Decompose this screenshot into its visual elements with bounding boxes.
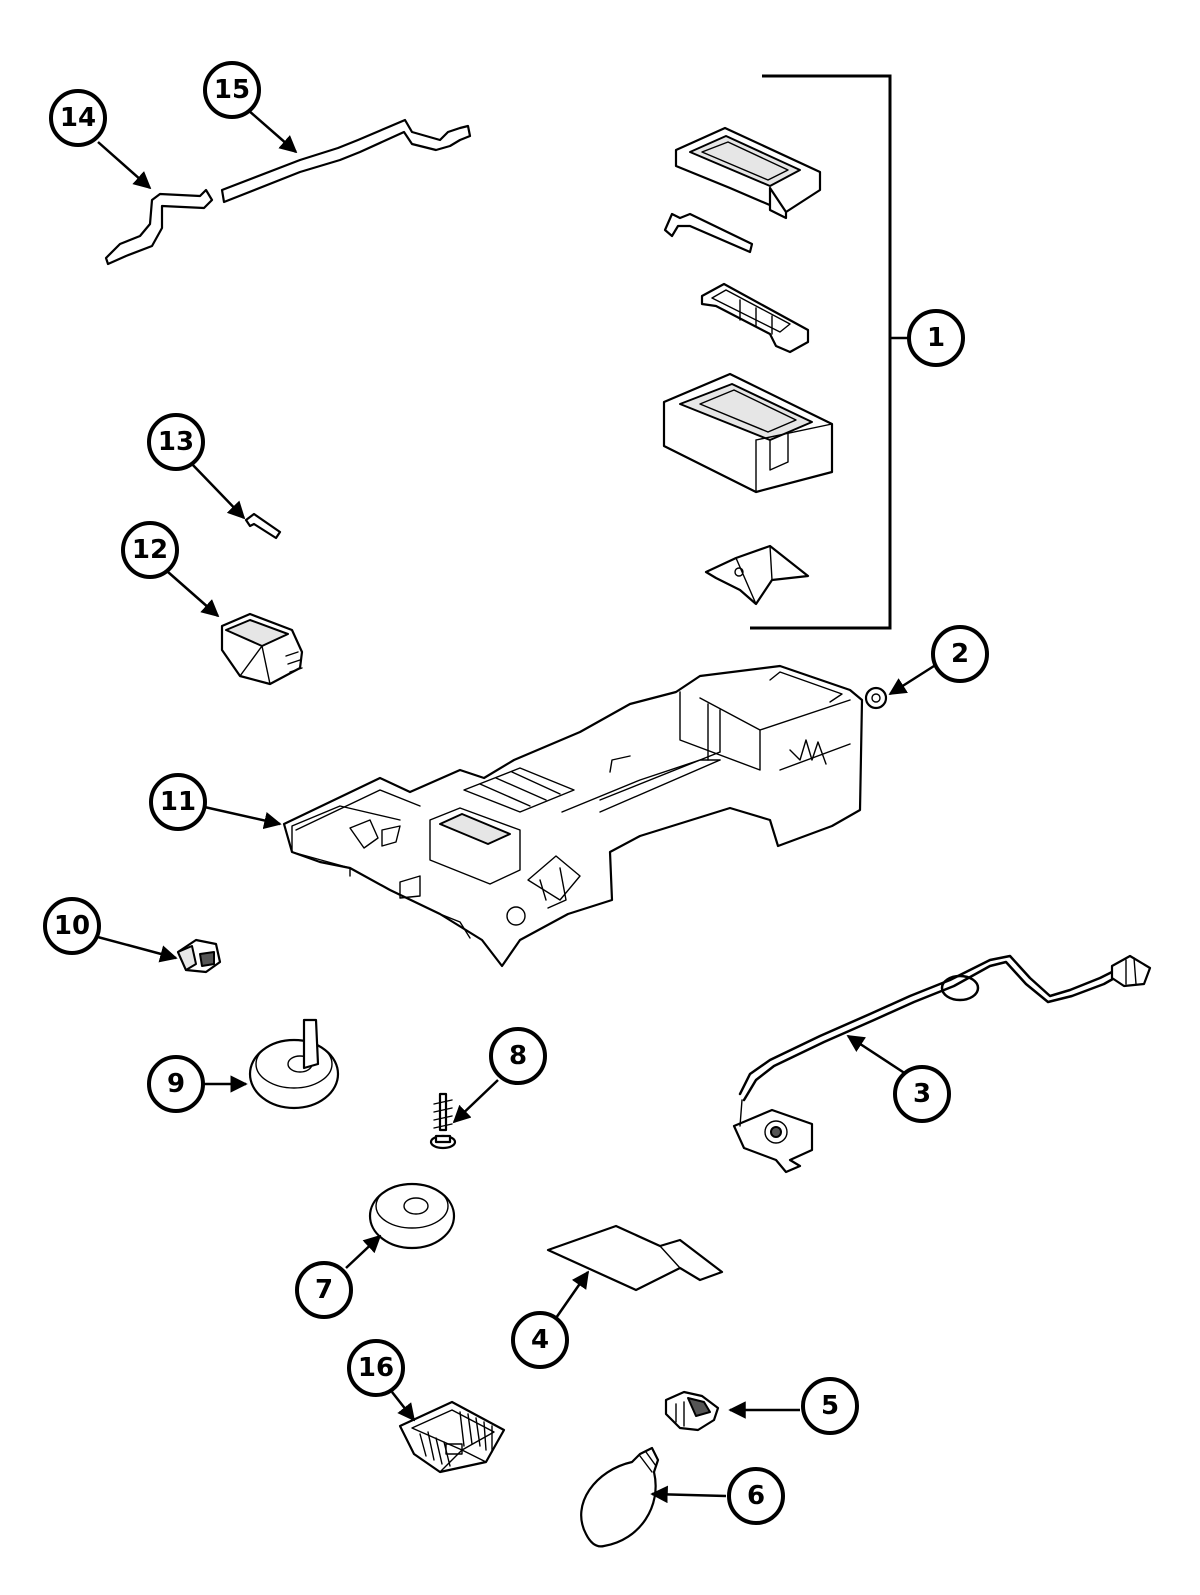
- part-9-wheel: [248, 1018, 340, 1110]
- leader-13: [189, 461, 246, 520]
- callout-7: 7: [295, 1261, 353, 1319]
- callout-3: 3: [893, 1065, 951, 1123]
- svg-text:15: 15: [214, 75, 250, 105]
- svg-text:2: 2: [951, 639, 969, 669]
- leader-6: [650, 1485, 727, 1504]
- part-1-bracket-line: [750, 74, 892, 630]
- callout-8: 8: [489, 1027, 547, 1085]
- svg-text:9: 9: [167, 1069, 185, 1099]
- part-1-housing-top: [674, 126, 822, 220]
- leader-10: [93, 934, 178, 963]
- part-11-housing: [282, 664, 864, 968]
- leader-14: [97, 141, 152, 190]
- svg-text:3: 3: [913, 1079, 931, 1109]
- callout-13: 13: [147, 413, 205, 471]
- part-1-deflector: [704, 544, 810, 606]
- svg-text:10: 10: [54, 911, 90, 941]
- part-13-pin: [244, 512, 282, 540]
- svg-text:7: 7: [315, 1275, 333, 1305]
- part-1-bracket: [700, 282, 810, 354]
- part-4-plate: [546, 1224, 724, 1292]
- leader-7: [345, 1234, 382, 1269]
- leader-16: [391, 1391, 416, 1422]
- leader-3: [846, 1034, 907, 1076]
- svg-text:5: 5: [821, 1391, 839, 1421]
- svg-text:1: 1: [927, 323, 945, 353]
- leader-11: [199, 804, 282, 830]
- part-15-rod: [220, 118, 472, 204]
- callout-9: 9: [147, 1055, 205, 1113]
- leader-2: [888, 664, 935, 696]
- callout-1: 1: [907, 309, 965, 367]
- callout-12: 12: [121, 521, 179, 579]
- part-12-motor: [220, 612, 304, 686]
- part-1-lever: [663, 212, 754, 254]
- part-10-switch: [176, 938, 222, 974]
- part-6-bulb: [580, 1446, 660, 1548]
- leader-lines: [93, 109, 935, 1504]
- leader-15: [247, 109, 298, 154]
- svg-text:12: 12: [132, 535, 168, 565]
- part-16-basket: [398, 1400, 506, 1474]
- part-8-screw: [429, 1092, 457, 1150]
- leader-12: [167, 571, 220, 618]
- part-1-assembly: [662, 74, 908, 630]
- part-1-housing-large: [662, 372, 834, 494]
- svg-text:6: 6: [747, 1481, 765, 1511]
- svg-text:13: 13: [158, 427, 194, 457]
- part-7-wheel: [368, 1182, 456, 1250]
- part-2-nut: [864, 686, 888, 710]
- callout-2: 2: [931, 625, 989, 683]
- svg-text:4: 4: [531, 1325, 549, 1355]
- callout-10: 10: [43, 897, 101, 955]
- part-5-socket: [664, 1390, 720, 1432]
- part-3-wire-harness: [732, 954, 1152, 1174]
- svg-text:11: 11: [160, 787, 196, 817]
- callout-4: 4: [511, 1311, 569, 1369]
- callout-5: 5: [801, 1377, 859, 1435]
- callout-16: 16: [347, 1339, 405, 1397]
- svg-text:16: 16: [358, 1353, 394, 1383]
- part-14-rod: [104, 188, 214, 266]
- svg-text:14: 14: [60, 103, 96, 133]
- callout-14: 14: [49, 89, 107, 147]
- leader-4: [554, 1270, 590, 1319]
- svg-text:8: 8: [509, 1041, 527, 1071]
- callout-11: 11: [149, 773, 207, 831]
- callout-6: 6: [727, 1467, 785, 1525]
- leader-8: [452, 1079, 499, 1124]
- callout-15: 15: [203, 61, 261, 119]
